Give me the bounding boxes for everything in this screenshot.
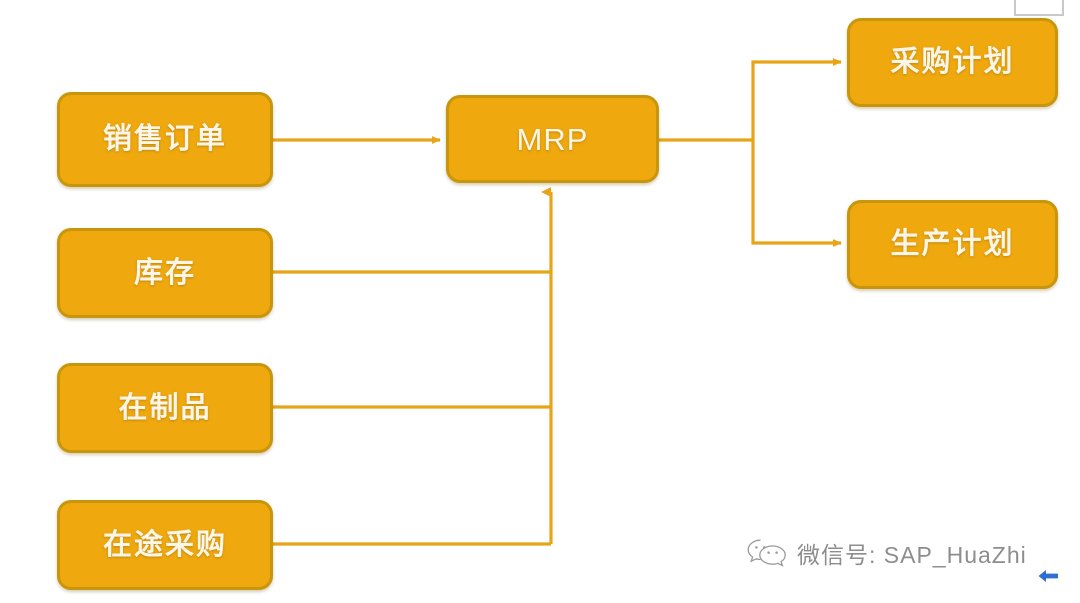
- node-production-plan-label: 生产计划: [890, 228, 1015, 260]
- node-inventory-label: 库存: [133, 256, 196, 289]
- arrow-left-icon[interactable]: [1036, 565, 1060, 592]
- top-right-frame: [1014, 0, 1064, 16]
- node-sales-order[interactable]: 销售订单: [57, 92, 273, 187]
- watermark-text: 微信号: SAP_HuaZhi: [797, 542, 1027, 568]
- node-purchase-plan[interactable]: 采购计划: [847, 18, 1058, 107]
- wechat-icon: [746, 538, 788, 568]
- node-work-in-progress-label: 在制品: [118, 391, 212, 424]
- node-in-transit-purchase-label: 在途采购: [102, 528, 227, 561]
- node-mrp-label: MRP: [516, 121, 589, 157]
- edge-branch-to-purchase: [751, 58, 842, 140]
- node-work-in-progress[interactable]: 在制品: [57, 363, 273, 453]
- node-purchase-plan-label: 采购计划: [890, 46, 1015, 78]
- watermark: 微信号: SAP_HuaZhi: [746, 536, 1027, 570]
- node-in-transit-purchase[interactable]: 在途采购: [57, 500, 273, 590]
- edge-branch-to-production: [751, 140, 842, 247]
- node-production-plan[interactable]: 生产计划: [847, 200, 1058, 289]
- node-sales-order-label: 销售订单: [102, 123, 227, 155]
- node-mrp[interactable]: MRP: [446, 95, 659, 183]
- node-inventory[interactable]: 库存: [57, 228, 273, 318]
